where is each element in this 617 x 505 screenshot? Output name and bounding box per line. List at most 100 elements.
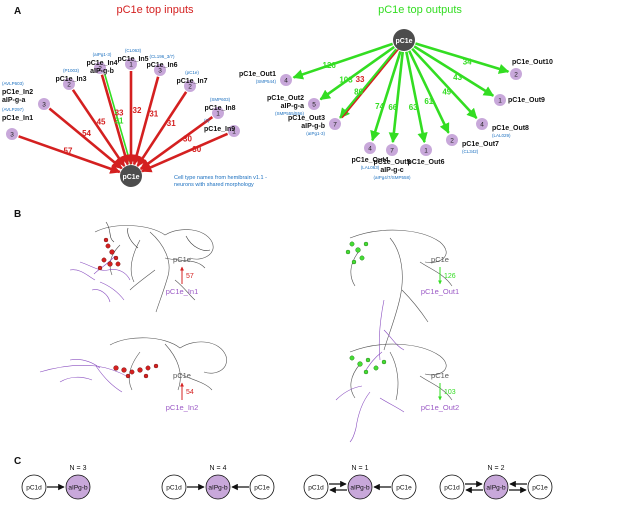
output-node-count: 1 (424, 148, 428, 155)
input-node (154, 64, 166, 76)
neuron-morphology-in2 (109, 337, 227, 391)
input-edge (141, 132, 229, 173)
neuron-morphology-out1 (349, 229, 453, 351)
output-name: pC1e_Out3 (288, 115, 325, 122)
output-node (329, 118, 341, 130)
motif-mid-label: aIPg-b (486, 485, 506, 492)
input-edge-reciprocal (104, 74, 132, 165)
input-weight: 33 (115, 108, 124, 117)
input-hemibrain-name: (SMP603) (210, 97, 231, 102)
panel-label-c: C (14, 456, 21, 467)
input-node (94, 62, 106, 74)
output-hemibrain-name: (LAL029) (492, 133, 511, 138)
input-node-count: 2 (67, 82, 71, 89)
panel-b-weight: 103 (444, 389, 456, 396)
input-node-count: 2 (98, 66, 102, 73)
motif-left-node (439, 474, 465, 500)
output-hemibrain-name: (LAL063) (361, 165, 380, 170)
output-alt-name: aIP-g-c (380, 167, 403, 174)
motif-right-node (527, 474, 553, 500)
panel-b-weight: 57 (186, 273, 194, 280)
motif-right-node (391, 474, 417, 500)
input-weight-2: 31 (115, 116, 124, 125)
panel-b-bottom-label: pC1e_Out1 (421, 287, 459, 296)
motif-left-label: pC1d (26, 485, 42, 492)
synapse-dots-in2 (113, 363, 159, 379)
output-edge (388, 51, 404, 144)
input-center-label: pC1e (122, 174, 139, 181)
input-edge (131, 76, 160, 166)
input-node (63, 78, 75, 90)
output-node-count: 7 (390, 148, 394, 155)
output-node (510, 68, 522, 80)
output-weight: 86 (354, 87, 363, 96)
in1-partner-neuron (69, 255, 131, 303)
motif-left-node (303, 474, 329, 500)
motif-mid-label: aIPg-b (208, 485, 228, 492)
out1-partner-neuron (365, 299, 405, 371)
input-node-count: 3 (158, 68, 162, 75)
input-name: pC1e_In3 (55, 76, 86, 83)
output-edge (408, 50, 450, 134)
input-hemibrain-name: (CL196_3/7) (149, 54, 175, 59)
output-weight: 43 (453, 73, 462, 82)
input-hemibrain-name: (pC1e) (185, 70, 199, 75)
output-name: pC1e_Out2 (267, 95, 304, 102)
output-node-count: 4 (368, 146, 372, 153)
motif-mid-node (483, 474, 509, 500)
output-node (308, 98, 320, 110)
inputs-title: pC1e top inputs (116, 4, 194, 16)
output-node-count: 4 (480, 122, 484, 129)
output-edge-reciprocal (341, 48, 399, 119)
output-node-count: 4 (284, 78, 288, 85)
output-hemibrain-name: (CL342) (462, 149, 479, 154)
panel-b-weight: 54 (186, 389, 194, 396)
input-hemibrain-name: (P1003) (63, 68, 80, 73)
input-weight: 31 (149, 110, 158, 119)
input-name: pC1e_In9 (204, 126, 235, 133)
input-name: pC1e_In5 (117, 56, 148, 63)
input-node (6, 128, 18, 140)
motif-right-label: pC1e (396, 485, 412, 492)
outputs-title: pC1e top outputs (378, 4, 462, 16)
input-name: pC1e_In8 (204, 105, 235, 112)
output-weight: 49 (442, 87, 451, 96)
input-edge (136, 91, 188, 167)
output-edge (292, 42, 394, 80)
input-weight: 30 (192, 145, 201, 154)
motif-left-label: pC1d (166, 485, 182, 492)
output-hemibrain-name: (SMP555/556) (275, 111, 305, 116)
motif-mid-node (65, 474, 91, 500)
neuron-morphology-out2 (349, 343, 453, 401)
motif-left-label: pC1d (308, 485, 324, 492)
output-center-label: pC1e (395, 38, 412, 45)
input-name: pC1e_In7 (176, 78, 207, 85)
input-weight: 54 (82, 129, 91, 138)
output-edge (405, 51, 428, 144)
input-weight: 57 (64, 147, 73, 156)
motif-count: N = 4 (210, 465, 227, 472)
output-name: pC1e_Out6 (408, 159, 445, 166)
input-edge (48, 107, 123, 170)
neuron-morphology-in1 (94, 221, 214, 313)
motif-right-node (249, 474, 275, 500)
output-node-count: 2 (514, 72, 518, 79)
panel-label-b: B (14, 209, 21, 220)
output-weight: 74 (375, 102, 384, 111)
input-node (184, 80, 196, 92)
panel-b-bottom-label: pC1e_In1 (166, 287, 199, 296)
input-name: pC1e_In1 (2, 115, 33, 122)
output-center-node (393, 29, 415, 51)
output-node (476, 118, 488, 130)
output-hemibrain-name: (aIPg4/7/SMP558) (373, 175, 411, 180)
output-node-count: 1 (498, 98, 502, 105)
output-edge (370, 51, 402, 142)
motif-count: N = 1 (352, 465, 369, 472)
input-hemibrain-name: (aIPg1-3) (93, 52, 112, 57)
inputs-graph: 573(AVLP297)pC1e_In1543(AVLP603)pC1e_In2… (2, 48, 240, 187)
output-weight: 61 (424, 97, 433, 106)
panel-b-bottom-label: pC1e_Out2 (421, 403, 459, 412)
output-node (386, 144, 398, 156)
motif-count: N = 2 (488, 465, 505, 472)
